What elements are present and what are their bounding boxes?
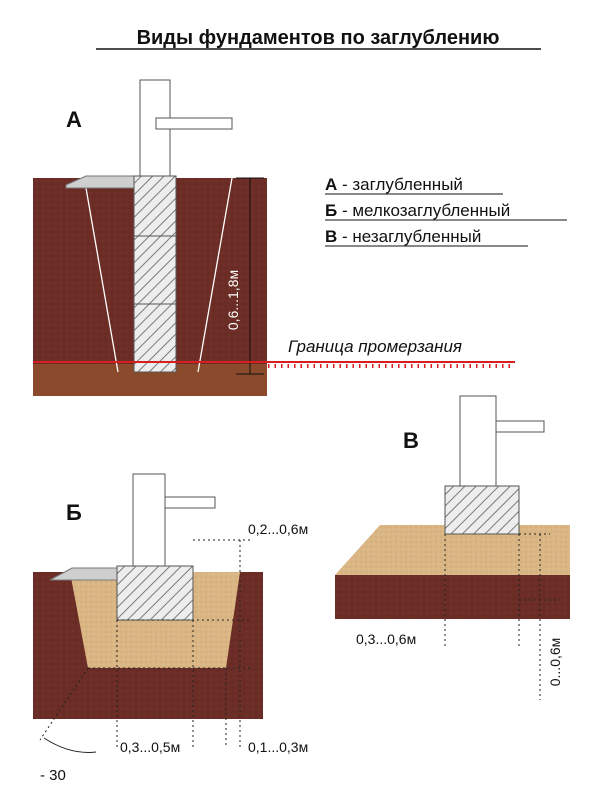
foundation-block-b — [116, 565, 194, 621]
diagram-b-letter: Б — [66, 500, 82, 525]
depth-label-a: 0,6...1,8м — [225, 270, 241, 330]
floor-slab-b — [164, 496, 216, 509]
foundation-block-v — [444, 485, 520, 535]
legend-item-v: В - незаглубленный — [325, 227, 481, 246]
diagram-a: А 0,6...1,8м Граница промерзания — [33, 79, 515, 396]
depth-dim-v: 0...0,6м — [547, 638, 563, 687]
page-title: Виды фундаментов по заглублению — [137, 27, 500, 49]
diagram-v-letter: В — [403, 428, 419, 453]
angle-arc-b — [43, 737, 97, 753]
wall-b — [132, 473, 166, 567]
floor-slab-a — [155, 117, 233, 130]
trench-line-left — [85, 187, 119, 373]
diagram-b: Б 0,2...0,6м 0,3...0,5м 0,1...0,3м - 30 — [33, 473, 308, 784]
sand-layer-v — [335, 525, 570, 575]
wall-v — [459, 395, 497, 487]
foundation-block-a2 — [133, 235, 177, 305]
frost-line-label: Граница промерзания — [288, 337, 462, 356]
legend: А - заглубленный Б - мелкозаглубленный В… — [325, 175, 567, 247]
side-dim-b: 0,1...0,3м — [248, 739, 308, 755]
diagram-a-letter: А — [66, 107, 82, 132]
foundation-block-a1 — [133, 175, 177, 237]
width-dim-b: 0,3...0,5м — [120, 739, 180, 755]
blind-area-a — [65, 175, 135, 189]
diagram-v: В 0,3...0,6м 0...0,6м — [335, 395, 570, 700]
soil-v — [335, 575, 570, 619]
foundation-block-a3 — [133, 303, 177, 373]
floor-slab-v — [495, 420, 545, 433]
legend-item-a: А - заглубленный — [325, 175, 463, 194]
trench-line-right — [197, 177, 233, 373]
legend-item-b: Б - мелкозаглубленный — [325, 201, 510, 220]
blind-area-b — [49, 567, 118, 581]
angle-label-b: - 30 — [40, 767, 66, 784]
width-dim-v: 0,3...0,6м — [356, 631, 416, 647]
top-dim-b: 0,2...0,6м — [248, 521, 308, 537]
